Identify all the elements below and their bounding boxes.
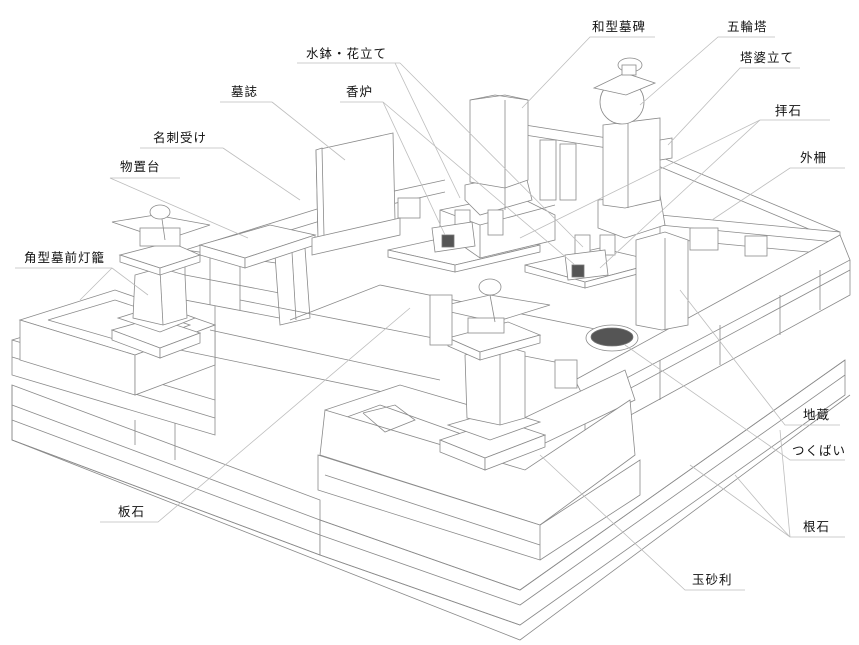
label-tsukubai: つくばい bbox=[792, 443, 847, 458]
label-koro: 香炉 bbox=[346, 84, 374, 99]
label-jizo: 地蔵 bbox=[803, 407, 831, 422]
koro-incense-burner-right bbox=[571, 264, 585, 278]
label-tobatate: 塔婆立て bbox=[740, 50, 795, 65]
label-neishi: 根石 bbox=[803, 519, 831, 534]
label-suibachi-hanatate: 水鉢・花立て bbox=[306, 46, 388, 61]
boshi bbox=[311, 132, 401, 256]
label-tamajari: 玉砂利 bbox=[692, 572, 733, 587]
base-neishi bbox=[11, 359, 851, 641]
label-boshi: 墓誌 bbox=[231, 84, 259, 99]
label-kakugata-bozen-toro: 角型墓前灯籠 bbox=[24, 250, 106, 265]
label-wagata-boseki: 和型墓碑 bbox=[592, 19, 647, 34]
leader-lines bbox=[15, 36, 845, 591]
label-gorinto: 五輪塔 bbox=[727, 19, 768, 34]
lantern-left bbox=[110, 204, 211, 359]
label-mono-okidai: 物置台 bbox=[120, 159, 161, 174]
left-fence bbox=[184, 247, 311, 326]
label-haiseki: 拝石 bbox=[775, 103, 803, 118]
lantern-right bbox=[429, 278, 551, 471]
koro-incense-burner-left bbox=[441, 234, 455, 248]
label-meishiuke: 名刺受け bbox=[153, 130, 208, 145]
label-itaishi: 板石 bbox=[118, 504, 146, 519]
wagata-boseki bbox=[387, 94, 556, 273]
tsukubai bbox=[585, 324, 639, 352]
jizo bbox=[635, 231, 689, 331]
label-gaisaku: 外柵 bbox=[800, 150, 828, 165]
